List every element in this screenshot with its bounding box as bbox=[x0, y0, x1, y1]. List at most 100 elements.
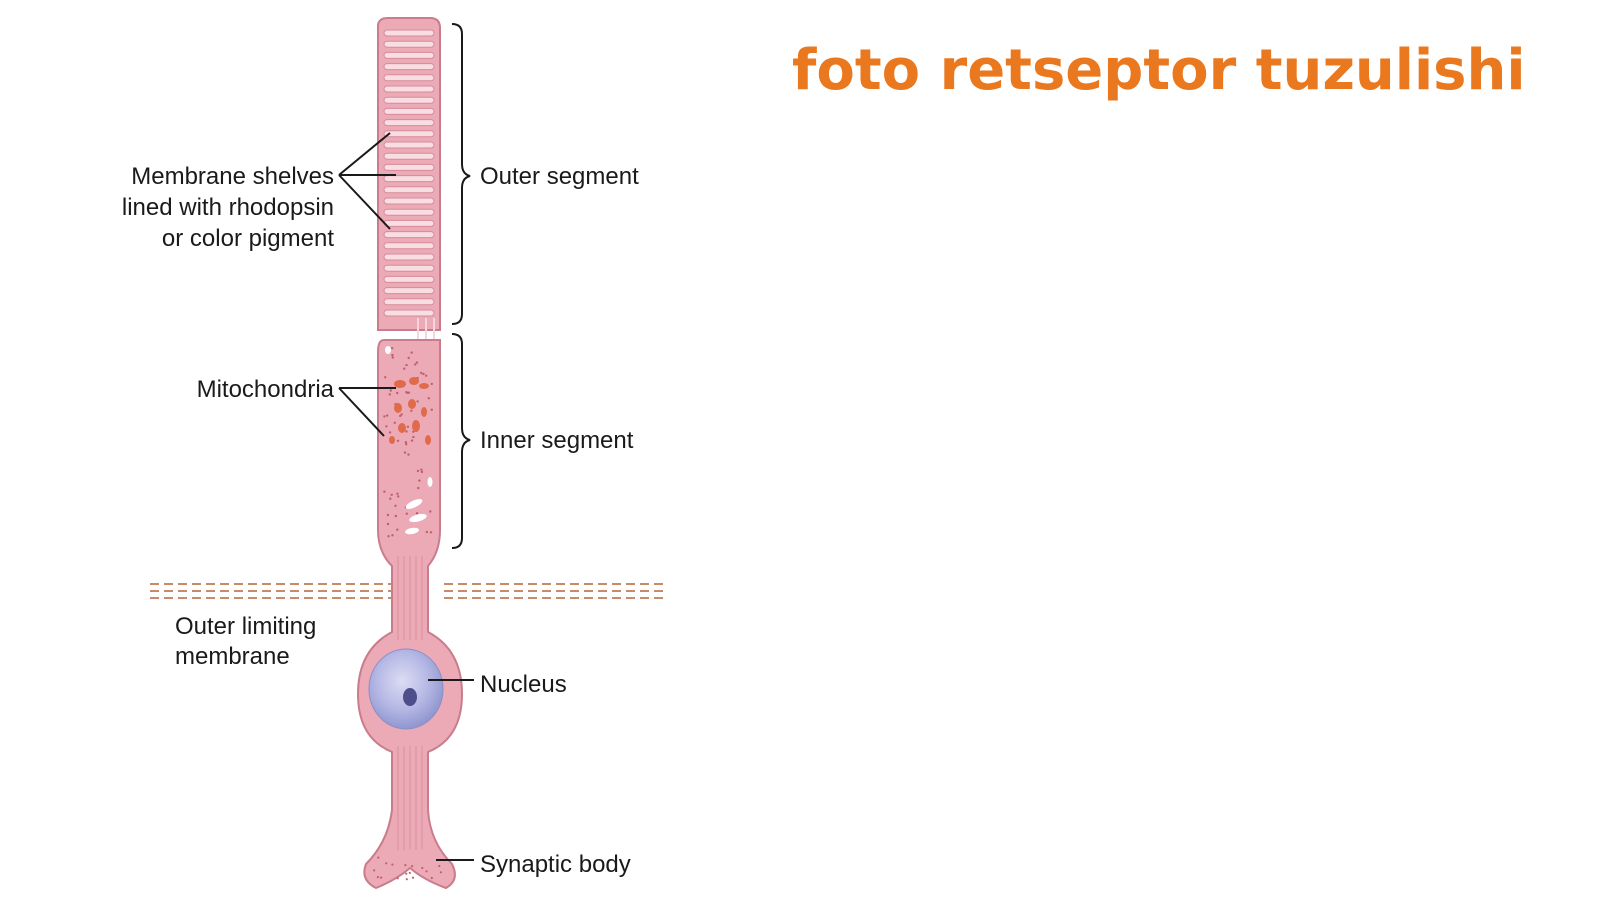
granule bbox=[425, 530, 429, 534]
granule bbox=[405, 512, 408, 515]
granule bbox=[394, 504, 397, 507]
membrane-disc bbox=[383, 197, 435, 205]
granule bbox=[391, 353, 394, 357]
granule bbox=[406, 425, 410, 428]
granule bbox=[422, 372, 425, 376]
label-lined-with-rhodopsin: lined with rhodopsin bbox=[122, 194, 334, 221]
granule bbox=[411, 865, 414, 868]
granule bbox=[410, 439, 414, 442]
membrane-disc bbox=[383, 141, 435, 149]
outer-segment-shape bbox=[377, 17, 441, 331]
label-synaptic-body: Synaptic body bbox=[480, 851, 631, 878]
label-nucleus: Nucleus bbox=[480, 671, 567, 698]
granule bbox=[421, 866, 424, 870]
granule bbox=[388, 393, 391, 396]
membrane-disc bbox=[383, 163, 435, 171]
granule bbox=[385, 862, 388, 865]
membrane-disc bbox=[383, 175, 435, 183]
inner-segment-brace bbox=[451, 333, 471, 549]
membrane-pointer-lines bbox=[338, 132, 396, 230]
label-outer-limiting: Outer limiting bbox=[175, 613, 316, 640]
label-inner-segment: Inner segment bbox=[480, 427, 634, 454]
granule bbox=[393, 421, 396, 424]
granule bbox=[377, 856, 380, 859]
granule bbox=[391, 534, 394, 537]
granule bbox=[415, 361, 419, 364]
granule bbox=[387, 535, 390, 538]
granule bbox=[389, 497, 392, 500]
granule bbox=[373, 869, 376, 872]
granule bbox=[408, 871, 411, 875]
outer-segment-brace bbox=[451, 23, 471, 325]
nucleolus bbox=[403, 688, 417, 706]
granule bbox=[403, 367, 406, 370]
granule bbox=[405, 443, 408, 446]
nucleus-shape bbox=[368, 648, 444, 730]
label-mitochondria: Mitochondria bbox=[197, 376, 335, 403]
label-membrane: membrane bbox=[175, 643, 290, 670]
granule bbox=[410, 351, 413, 354]
granule bbox=[396, 492, 399, 495]
membrane-disc bbox=[383, 63, 435, 71]
granule bbox=[416, 400, 419, 403]
granule bbox=[425, 870, 428, 873]
outer-limiting-membrane-line bbox=[150, 583, 663, 599]
granule bbox=[439, 871, 442, 874]
membrane-disc bbox=[383, 130, 435, 138]
granule bbox=[389, 389, 392, 392]
membrane-disc bbox=[383, 85, 435, 93]
granule bbox=[391, 356, 394, 359]
granule bbox=[420, 470, 424, 474]
granule bbox=[394, 514, 398, 518]
membrane-disc bbox=[383, 186, 435, 194]
granule bbox=[430, 382, 433, 386]
membrane-disc bbox=[383, 298, 435, 306]
granule bbox=[430, 876, 433, 880]
membrane-disc bbox=[383, 242, 435, 250]
granule bbox=[386, 513, 390, 517]
granule bbox=[383, 415, 386, 418]
granule bbox=[418, 479, 421, 482]
membrane-disc bbox=[383, 40, 435, 48]
granule bbox=[430, 408, 433, 411]
granule bbox=[407, 356, 410, 360]
granule bbox=[404, 441, 408, 444]
membrane-disc bbox=[383, 287, 435, 295]
membrane-disc bbox=[383, 208, 435, 216]
granule bbox=[404, 864, 407, 867]
granule bbox=[388, 431, 392, 434]
granule bbox=[405, 872, 408, 875]
membrane-disc bbox=[383, 29, 435, 37]
membrane-disc bbox=[383, 309, 435, 317]
membrane-disc bbox=[383, 275, 435, 283]
membrane-disc bbox=[383, 231, 435, 239]
granule bbox=[429, 510, 432, 513]
granule bbox=[376, 876, 379, 879]
label-membrane-shelves: Membrane shelves bbox=[131, 163, 334, 190]
granule bbox=[397, 495, 400, 498]
granule bbox=[412, 435, 415, 439]
granule bbox=[399, 414, 402, 418]
granule bbox=[414, 363, 417, 366]
label-color-pigment: or color pigment bbox=[162, 225, 334, 252]
slide-title: foto retseptor tuzulishi bbox=[792, 38, 1526, 103]
mitochondria-cluster bbox=[389, 377, 431, 445]
granule bbox=[425, 374, 428, 377]
membrane-disc bbox=[383, 107, 435, 115]
label-outer-segment: Outer segment bbox=[480, 163, 639, 190]
granule bbox=[416, 469, 420, 473]
membrane-disc bbox=[383, 51, 435, 59]
membrane-shelves bbox=[383, 29, 435, 317]
granule bbox=[390, 493, 393, 496]
granule bbox=[405, 878, 408, 881]
granule bbox=[396, 439, 400, 442]
inner-segment-granules bbox=[373, 347, 442, 881]
membrane-disc bbox=[383, 253, 435, 261]
granule bbox=[403, 451, 407, 454]
membrane-disc bbox=[383, 96, 435, 104]
membrane-disc bbox=[383, 152, 435, 160]
granule bbox=[407, 453, 410, 456]
membrane-disc bbox=[383, 264, 435, 272]
granule bbox=[412, 430, 415, 433]
